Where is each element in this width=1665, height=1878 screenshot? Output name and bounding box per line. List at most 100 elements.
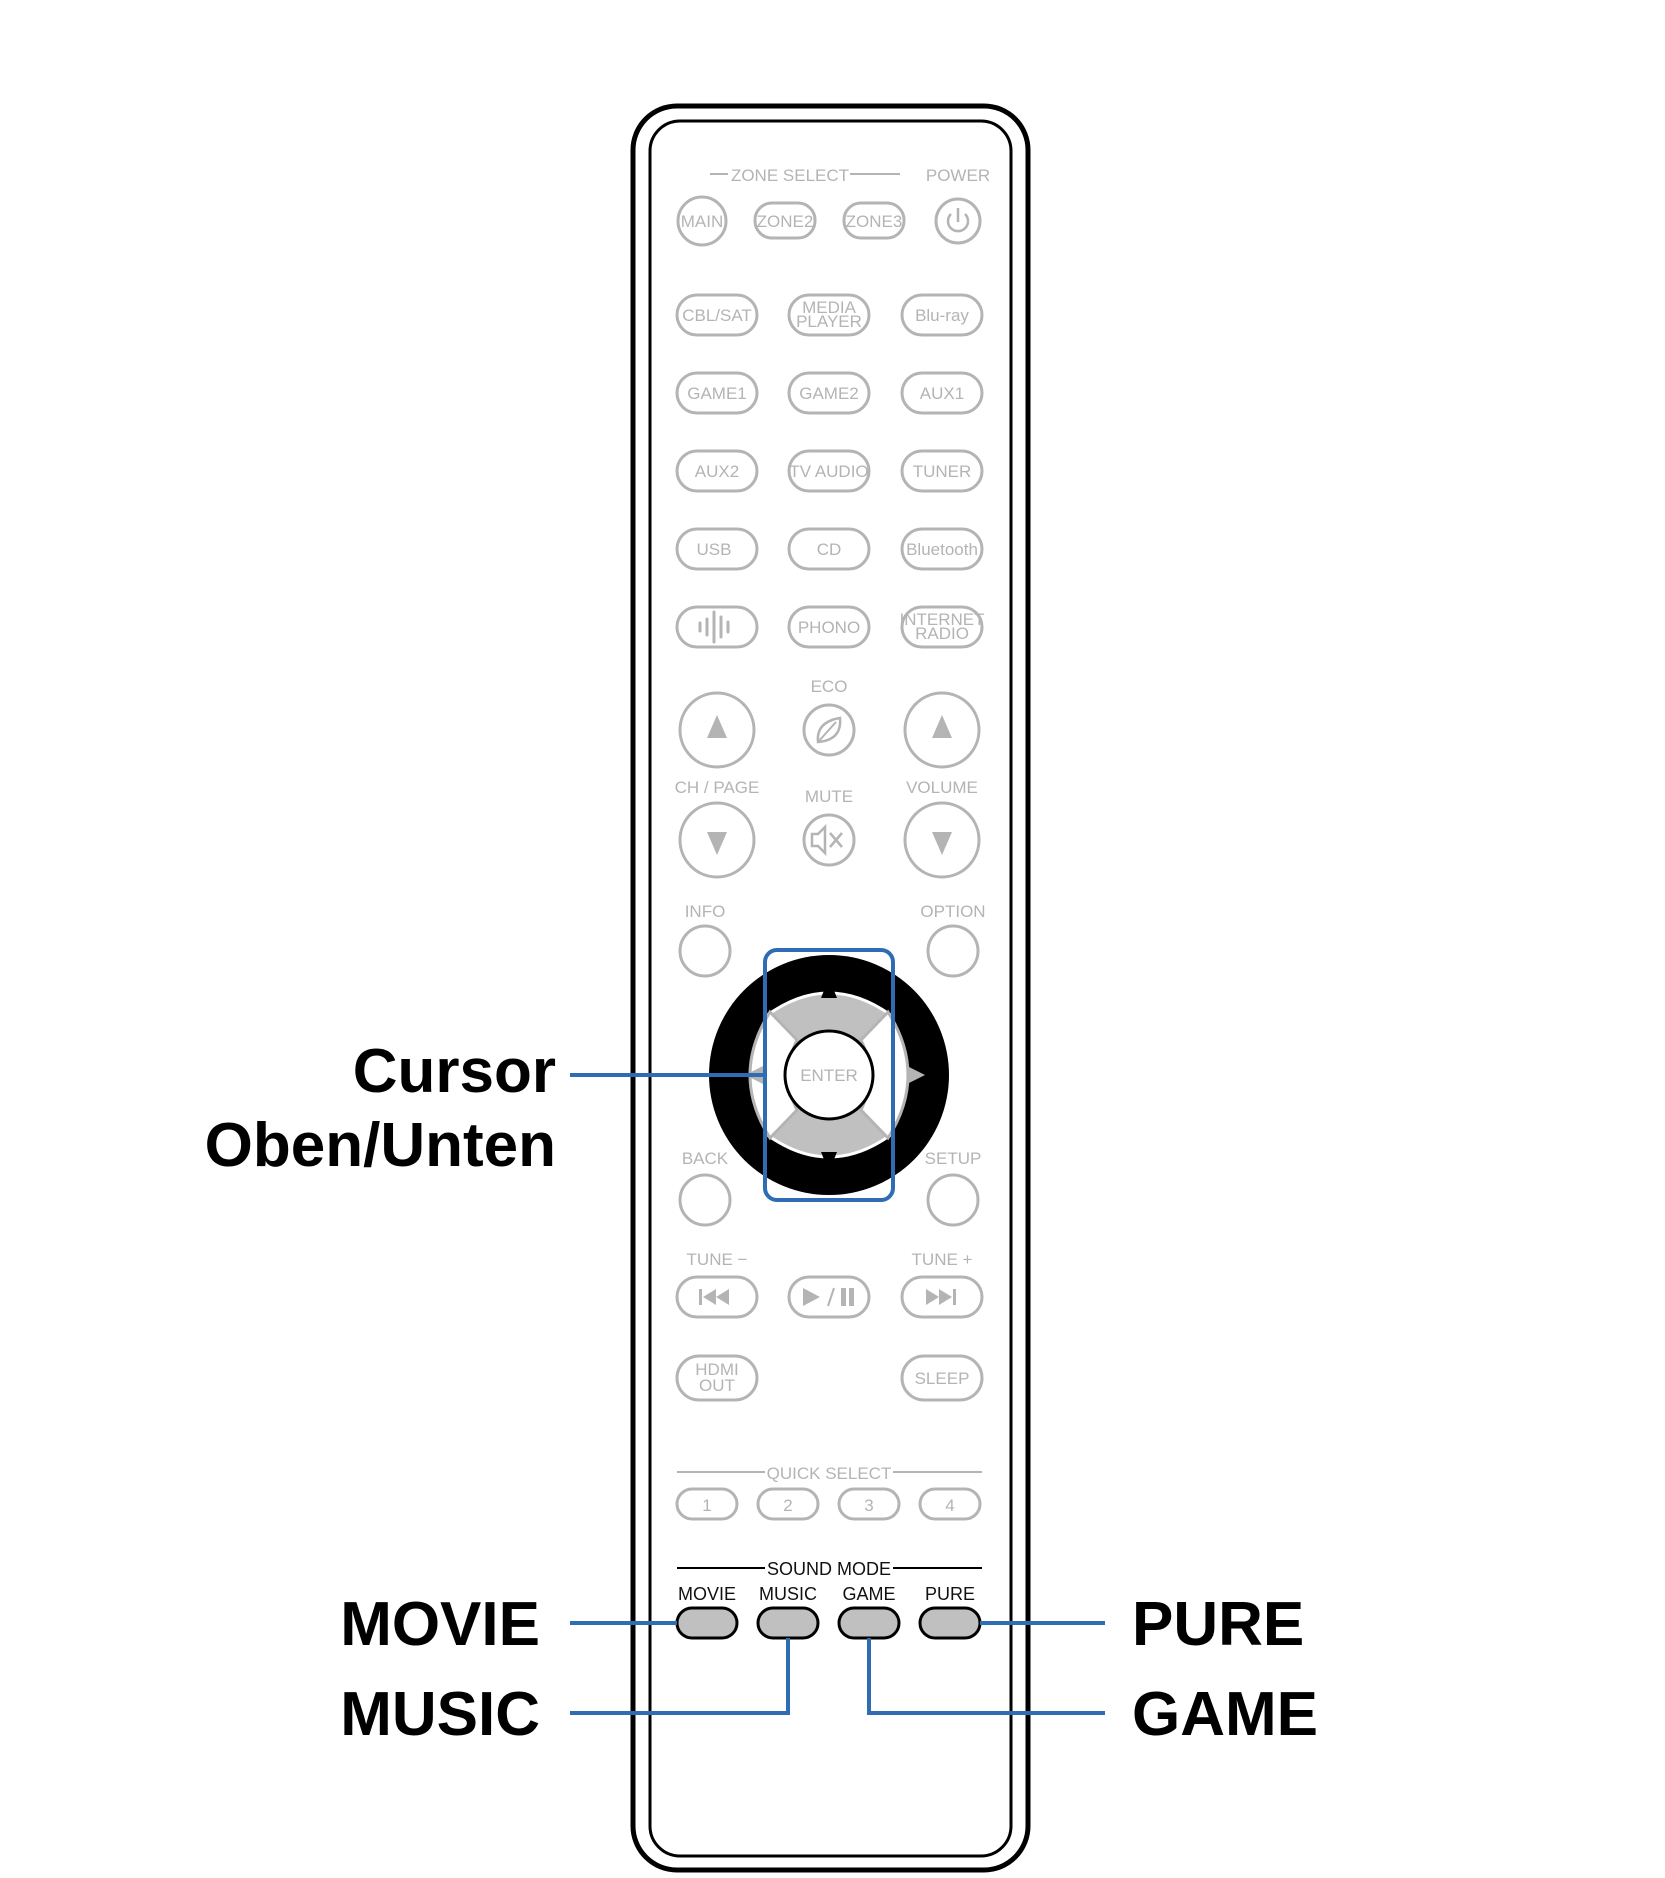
eco-button[interactable] [802,703,856,757]
quick-select-1-label: 1 [702,1496,711,1515]
down-triangle-icon [932,832,952,855]
power-label: POWER [926,166,990,185]
heos-button[interactable] [675,605,759,649]
ch-page-up-button[interactable] [678,691,756,769]
movie-button-label: MOVIE [678,1584,736,1604]
quick-select-section: QUICK SELECT 1 2 3 4 [675,1464,982,1521]
aux1-label: AUX1 [920,384,964,403]
music-callout: MUSIC [340,1680,540,1749]
sleep-label: SLEEP [915,1369,970,1388]
game-leader-line [867,1638,1105,1715]
zone-select-label: ZONE SELECT [731,166,849,185]
game2-button[interactable]: GAME2 [787,371,871,415]
cd-label: CD [817,540,842,559]
cbl-sat-label: CBL/SAT [682,306,752,325]
aux2-button[interactable]: AUX2 [675,449,759,493]
cursor-right-button[interactable] [859,1009,925,1141]
game2-label: GAME2 [799,384,859,403]
sleep-button[interactable]: SLEEP [900,1354,984,1402]
option-label: OPTION [920,902,985,921]
zone2-button[interactable]: ZONE2 [753,201,817,240]
game-button[interactable] [837,1606,901,1640]
aux2-label: AUX2 [695,462,739,481]
channel-volume-section: ECO CH / PAGE MUTE VOLUME [675,677,981,879]
zone3-button[interactable]: ZONE3 [842,201,906,240]
ch-page-down-button[interactable] [678,801,756,879]
sound-mode-label: SOUND MODE [767,1559,891,1579]
usb-label: USB [697,540,732,559]
blu-ray-label: Blu-ray [915,306,969,325]
previous-button[interactable] [675,1275,759,1319]
cursor-pad: ENTER [709,948,949,1202]
mute-icon [810,823,843,857]
tuner-button[interactable]: TUNER [900,449,984,493]
volume-down-button[interactable] [903,801,981,879]
down-triangle-icon [707,832,727,855]
game-callout: GAME [1132,1680,1318,1749]
down-arrow-icon [821,1152,837,1172]
movie-button[interactable] [675,1606,739,1640]
cd-button[interactable]: CD [787,527,871,571]
phono-label: PHONO [798,618,860,637]
quick-select-4-label: 4 [945,1496,954,1515]
mute-label: MUTE [805,787,853,806]
zone3-label: ZONE3 [846,212,903,231]
option-button[interactable] [926,924,980,978]
setup-label: SETUP [925,1149,982,1168]
transport-section: TUNE − TUNE + [675,1250,984,1319]
pure-callout: PURE [1132,1590,1304,1659]
cursor-callout-line1: Cursor [353,1037,556,1106]
phono-button[interactable]: PHONO [787,605,871,649]
next-button[interactable] [900,1275,984,1319]
movie-callout: MOVIE [340,1590,540,1659]
game1-button[interactable]: GAME1 [675,371,759,415]
heos-icon [698,610,730,644]
quick-select-1-button[interactable]: 1 [675,1487,739,1521]
skip-forward-icon [926,1289,956,1305]
music-button-label: MUSIC [759,1584,817,1604]
info-label: INFO [685,902,726,921]
tv-audio-button[interactable]: TV AUDIO [787,449,871,493]
pure-button-label: PURE [925,1584,975,1604]
callout-labels: Cursor Oben/Unten MOVIE MUSIC PURE GAME [205,1037,1318,1749]
aux1-button[interactable]: AUX1 [900,371,984,415]
quick-select-3-label: 3 [864,1496,873,1515]
enter-button[interactable]: ENTER [783,1029,875,1121]
leaf-icon [816,716,842,744]
music-button[interactable] [756,1606,820,1640]
quick-select-2-button[interactable]: 2 [756,1487,820,1521]
zone2-label: ZONE2 [757,212,814,231]
game-button-label: GAME [842,1584,895,1604]
info-button[interactable] [678,924,732,978]
bluetooth-button[interactable]: Bluetooth [900,527,984,571]
quick-select-3-button[interactable]: 3 [837,1487,901,1521]
blu-ray-button[interactable]: Blu-ray [900,293,984,337]
cursor-callout-line2: Oben/Unten [205,1111,556,1180]
ch-page-label: CH / PAGE [675,778,760,797]
quick-select-4-button[interactable]: 4 [918,1487,982,1521]
play-pause-button[interactable] [787,1275,871,1319]
music-leader-line [570,1638,790,1715]
back-button[interactable] [678,1173,732,1227]
power-button[interactable] [934,197,982,245]
skip-back-icon [699,1289,729,1305]
quick-select-label: QUICK SELECT [767,1464,892,1483]
tv-audio-label: TV AUDIO [789,462,868,481]
main-zone-button[interactable]: MAIN [676,195,728,247]
setup-button[interactable] [926,1173,980,1227]
pure-button[interactable] [918,1606,982,1640]
usb-button[interactable]: USB [675,527,759,571]
mute-button[interactable] [802,813,856,867]
cbl-sat-button[interactable]: CBL/SAT [675,293,759,337]
main-zone-label: MAIN [681,212,724,231]
volume-up-button[interactable] [903,691,981,769]
callout-lines [570,1073,1105,1715]
back-setup-section: BACK SETUP [678,1149,982,1227]
